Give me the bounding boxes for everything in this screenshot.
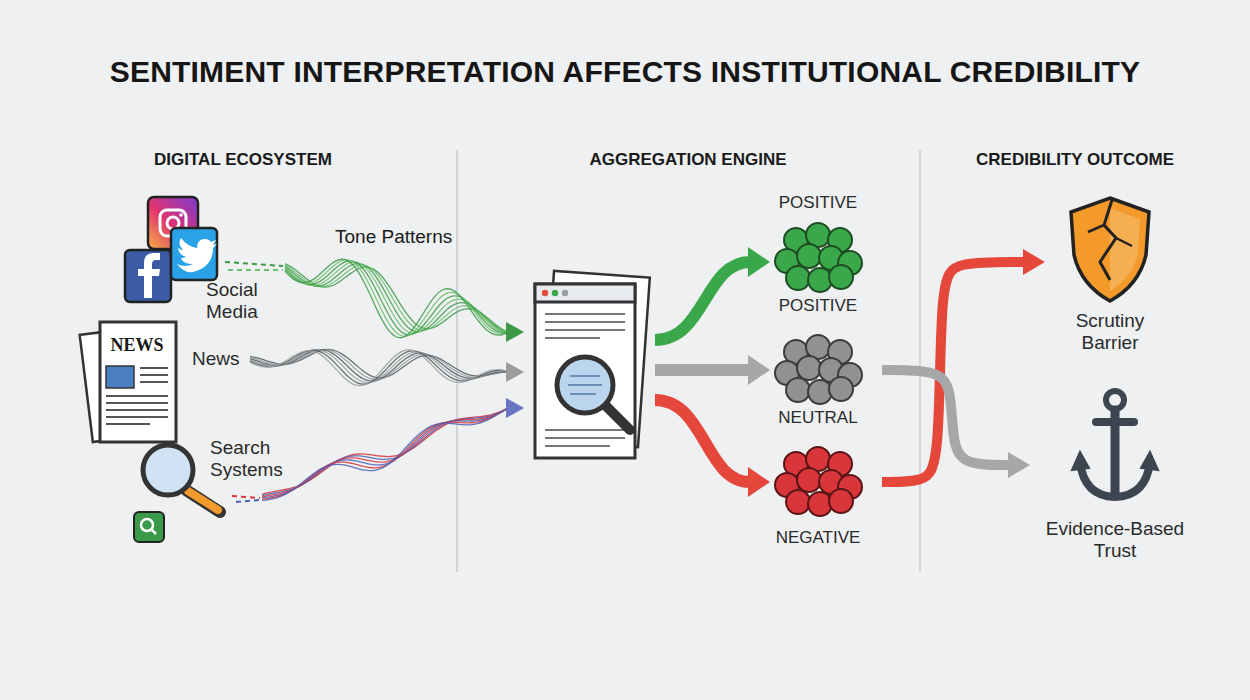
cluster-dot [797, 468, 821, 492]
cluster-dot [829, 265, 853, 289]
node-label: NEUTRAL [758, 408, 878, 428]
sentiment-cluster: NEUTRAL [758, 330, 882, 432]
column-heading: DIGITAL ECOSYSTEM [43, 150, 443, 170]
cluster-dot [786, 378, 810, 402]
sentiment-cluster: POSITIVE POSITIVE [758, 193, 882, 319]
wave-stroke [250, 350, 508, 383]
label-slot: Tone Patterns [335, 226, 465, 248]
wave-stroke [250, 350, 508, 384]
wave-arrowheads [506, 322, 524, 418]
wave-stroke [250, 350, 508, 386]
newspaper-icon [80, 322, 176, 442]
wave-lead-in [225, 262, 283, 266]
node-label: Search Systems [210, 437, 302, 481]
wave-lead-in [236, 500, 260, 502]
node-label: Scrutiny Barrier [1055, 310, 1165, 354]
search-icon [134, 445, 220, 542]
cluster-dot [829, 377, 853, 401]
wave-stroke [262, 408, 508, 500]
wave-stroke [285, 264, 508, 332]
cluster-dot [786, 490, 810, 514]
wave-lead-in [232, 496, 260, 498]
title-slot: SENTIMENT INTERPRETATION AFFECTS INSTITU… [0, 55, 1250, 89]
wave-stroke [285, 260, 508, 336]
wave-stroke [285, 259, 508, 338]
divider [919, 150, 921, 572]
aggregation-engine-icon [535, 271, 650, 458]
cluster-dot [797, 244, 821, 268]
wave-stroke [285, 264, 508, 332]
engine-arrows [655, 247, 770, 497]
column-heading: CREDIBILITY OUTCOME [875, 150, 1250, 170]
column-heading: AGGREGATION ENGINE [488, 150, 888, 170]
sentiment-cluster: NEGATIVE [758, 440, 882, 552]
cluster-dot [797, 356, 821, 380]
wave-stroke [285, 261, 508, 335]
node-label: Evidence-Based Trust [1037, 518, 1193, 562]
cluster-dot [786, 266, 810, 290]
outcome-node: Scrutiny Barrier [1045, 195, 1175, 360]
node-label: POSITIVE [758, 296, 878, 316]
source-node: Social Media [118, 195, 285, 327]
label-slot: NEWS [104, 335, 170, 356]
diagram-title: SENTIMENT INTERPRETATION AFFECTS INSTITU… [110, 55, 1140, 89]
node-label: NEGATIVE [758, 528, 878, 548]
node-label: POSITIVE [758, 193, 878, 213]
source-node: News [82, 318, 262, 446]
wave-stroke [285, 262, 508, 333]
connector-arrow [882, 370, 1008, 465]
social-icons [125, 197, 217, 302]
sentiment-clusters [775, 223, 862, 516]
label-slot: AGGREGATION ENGINE [488, 150, 888, 170]
wave-label: Tone Patterns [335, 226, 465, 248]
outcome-node: Evidence-Based Trust [1030, 388, 1200, 568]
wave-stroke [250, 349, 508, 379]
source-node: Search Systems [130, 435, 306, 547]
node-label: Social Media [206, 279, 281, 323]
connector-arrow [882, 262, 1023, 482]
label-slot: CREDIBILITY OUTCOME [875, 150, 1250, 170]
label-slot: DIGITAL ECOSYSTEM [43, 150, 443, 170]
wave-lead-in [228, 269, 283, 271]
anchor-icon [1072, 391, 1158, 497]
shield-icon [1071, 198, 1149, 301]
divider [456, 150, 458, 572]
cluster-dot [829, 489, 853, 513]
newspaper-masthead: NEWS [104, 335, 170, 356]
node-label: News [192, 348, 257, 370]
